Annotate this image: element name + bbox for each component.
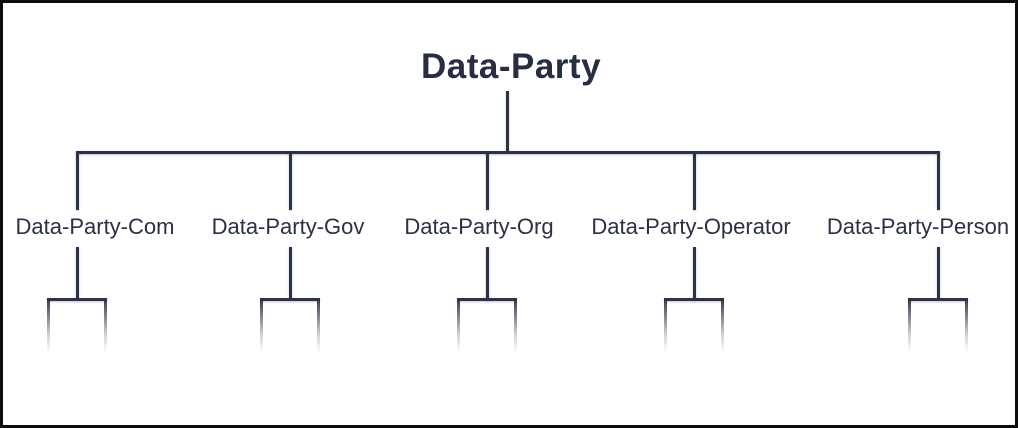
node-label: Data-Party-Operator xyxy=(591,214,791,239)
faded-subtree-stub xyxy=(260,301,263,353)
subtree-stem xyxy=(936,247,940,300)
faded-subtree-stub xyxy=(104,301,107,353)
node-label: Data-Party-Org xyxy=(404,214,554,239)
connector-drop xyxy=(75,151,79,210)
faded-subtree-stub xyxy=(908,301,911,353)
faded-subtree-stub xyxy=(457,301,460,353)
faded-subtree-stub xyxy=(317,301,320,353)
connector-drop xyxy=(485,151,489,210)
faded-subtree-stub xyxy=(47,301,50,353)
faded-subtree-stub xyxy=(664,301,667,353)
subtree-bar xyxy=(457,298,517,301)
faded-subtree-stub xyxy=(514,301,517,353)
subtree-bar xyxy=(260,298,320,301)
connector-rail xyxy=(76,151,940,154)
subtree-stem xyxy=(75,247,79,300)
node-label: Data-Party-Person xyxy=(826,214,1010,239)
subtree-stem xyxy=(692,247,696,300)
root-node-label: Data-Party xyxy=(420,47,602,86)
subtree-stem xyxy=(485,247,489,300)
node-label: Data-Party-Gov xyxy=(211,214,365,239)
connector-drop xyxy=(692,151,696,210)
root-connector-stem xyxy=(506,91,509,151)
connector-drop xyxy=(936,151,940,210)
subtree-bar xyxy=(664,298,724,301)
subtree-stem xyxy=(288,247,292,300)
node-label: Data-Party-Com xyxy=(15,214,175,239)
faded-subtree-stub xyxy=(721,301,724,353)
faded-subtree-stub xyxy=(965,301,968,353)
subtree-bar xyxy=(908,298,968,301)
subtree-bar xyxy=(47,298,107,301)
connector-drop xyxy=(288,151,292,210)
